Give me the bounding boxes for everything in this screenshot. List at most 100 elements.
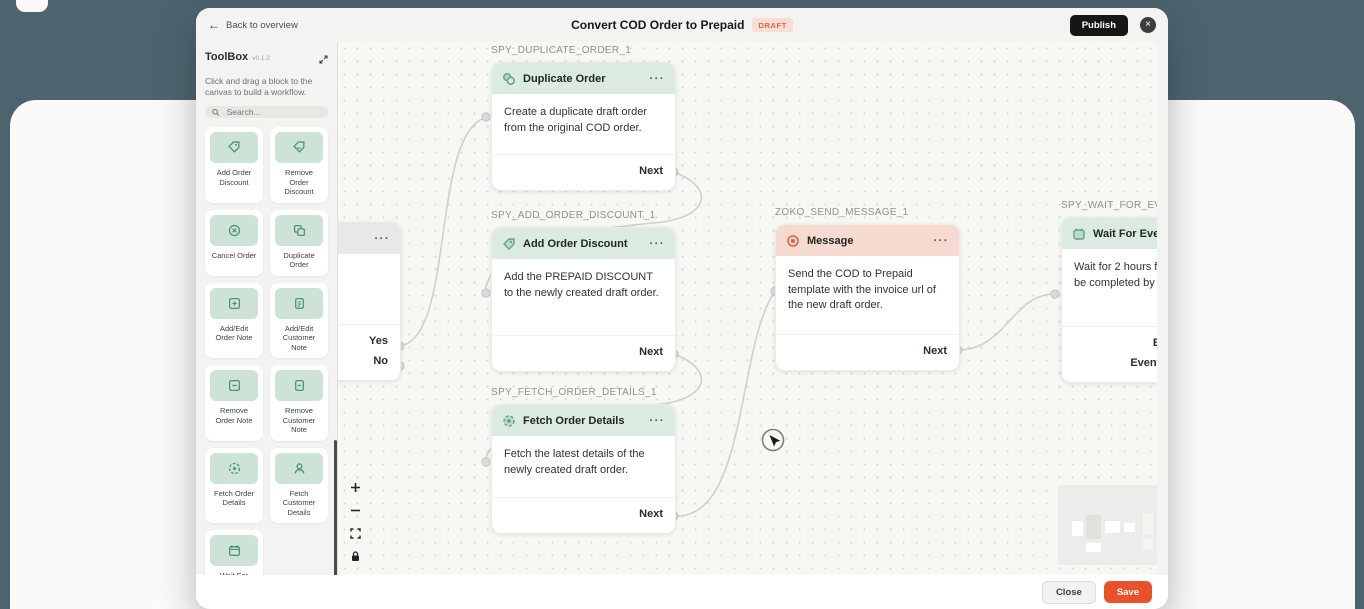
publish-button[interactable]: Publish [1069, 14, 1128, 36]
block-cancel-order[interactable]: Cancel Order [205, 209, 263, 276]
minimap-node [1086, 543, 1101, 552]
node-wait-for-event[interactable]: SPY_WAIT_FOR_EVENT_1 Wait For Event Wait… [1061, 200, 1157, 383]
edge-yes-to-duplicate [399, 116, 489, 347]
node-id-label: SPY_FETCH_ORDER_DETAILS_1 [491, 387, 657, 398]
window-header: ← Back to overview Convert COD Order to … [196, 8, 1168, 42]
zoom-out-button[interactable] [348, 503, 362, 517]
wait-event-icon [228, 545, 240, 557]
back-arrow-icon: ← [208, 18, 220, 32]
page-title: Convert COD Order to Prepaid [571, 18, 745, 32]
block-remove-customer-note[interactable]: Remove Customer Note [270, 365, 328, 441]
toolbox-scrollbar[interactable] [334, 440, 337, 575]
edge-message-to-wait [957, 293, 1056, 351]
zoom-in-button[interactable] [348, 480, 362, 494]
fetch-order-icon [228, 462, 240, 474]
node-description: Send the COD to Prepaid template with th… [788, 268, 936, 311]
node-menu-icon[interactable]: ··· [649, 237, 665, 250]
flow-canvas[interactable]: ··· The customer's payment method is cas… [338, 42, 1157, 575]
toolbox-block-grid: Add Order Discount Remove Order Discount… [205, 127, 328, 575]
toolbox-header: ToolBox v0.1.2 [205, 51, 328, 69]
node-fetch-order-details[interactable]: SPY_FETCH_ORDER_DETAILS_1 Fetch Order De… [491, 387, 676, 534]
search-input[interactable] [224, 106, 321, 118]
background-card-notch [16, 0, 48, 12]
minimap[interactable] [1058, 485, 1157, 565]
node-description: The customer's payment method is cash on… [338, 254, 400, 324]
node-id-label: ZOKO_SEND_MESSAGE_1 [775, 207, 909, 218]
output-next[interactable]: Next [639, 165, 663, 177]
block-add-edit-order-note[interactable]: Add/Edit Order Note [205, 282, 263, 358]
toolbox-version: v0.1.2 [252, 55, 270, 62]
edges-layer [395, 112, 1060, 521]
toolbox-title: ToolBox [205, 51, 249, 63]
back-to-overview-link[interactable]: ← Back to overview [208, 19, 298, 31]
block-remove-order-note[interactable]: Remove Order Note [205, 365, 263, 441]
handle-add-discount-input[interactable] [481, 288, 491, 298]
edge-fetch-to-message [673, 290, 776, 517]
node-id-label: SPY_WAIT_FOR_EVENT_1 [1061, 200, 1157, 211]
fit-view-button[interactable] [348, 526, 362, 540]
window-footer: Close Save [196, 575, 1168, 609]
draft-status-badge: DRAFT [752, 18, 793, 32]
node-title: Duplicate Order [523, 72, 606, 85]
block-fetch-customer-details[interactable]: Fetch Customer Details [270, 447, 328, 523]
handle-fetch-input[interactable] [481, 457, 491, 467]
minimap-node [1143, 539, 1153, 549]
customer-note-add-icon [294, 297, 304, 309]
output-yes[interactable]: Yes [369, 335, 388, 347]
lock-button[interactable] [348, 549, 362, 563]
fetch-customer-icon [294, 462, 304, 474]
customer-note-remove-icon [294, 379, 304, 392]
tag-plus-icon [227, 141, 239, 153]
node-message[interactable]: ZOKO_SEND_MESSAGE_1 Message ··· Send the… [775, 207, 960, 371]
node-add-order-discount[interactable]: SPY_ADD_ORDER_DISCOUNT_1 Add Order Disco… [491, 210, 676, 372]
close-window-icon[interactable]: × [1140, 17, 1156, 33]
toolbox-search[interactable] [205, 106, 328, 118]
minimap-node [1124, 523, 1135, 532]
output-next[interactable]: Next [639, 346, 663, 358]
node-description: Fetch the latest details of the newly cr… [504, 448, 645, 476]
back-label: Back to overview [226, 19, 298, 31]
block-add-order-discount[interactable]: Add Order Discount [205, 127, 263, 203]
node-title: Fetch Order Details [523, 414, 625, 427]
output-next[interactable]: Next [639, 508, 663, 520]
handle-wait-input[interactable] [1050, 289, 1060, 299]
cancel-order-icon [228, 224, 240, 236]
node-menu-icon[interactable]: ··· [649, 72, 665, 85]
handle-duplicate-input[interactable] [481, 112, 491, 122]
block-wait-for-event[interactable]: Wait For Event [205, 530, 263, 575]
node-duplicate-order[interactable]: SPY_DUPLICATE_ORDER_1 Duplicate Order ··… [491, 45, 676, 191]
node-title: Message [807, 234, 854, 247]
tag-minus-icon [292, 141, 304, 153]
canvas-controls [348, 480, 362, 563]
node-description: Create a duplicate draft order from the … [504, 106, 648, 134]
message-icon [787, 234, 799, 247]
block-add-edit-customer-note[interactable]: Add/Edit Customer Note [270, 282, 328, 358]
output-no[interactable]: No [373, 355, 388, 367]
header-actions: Publish × [1069, 14, 1156, 36]
expand-toolbox-icon[interactable] [319, 51, 328, 69]
minimap-node [1086, 515, 1101, 539]
node-title: Wait For Event [1093, 227, 1157, 240]
node-menu-icon[interactable]: ··· [374, 232, 390, 245]
node-menu-icon[interactable]: ··· [649, 414, 665, 427]
flow-builder-window: ← Back to overview Convert COD Order to … [196, 8, 1168, 609]
discount-tag-icon [503, 237, 515, 250]
output-event-did-not-occur[interactable]: Event did not occur [1130, 357, 1157, 369]
block-duplicate-order[interactable]: Duplicate Order [270, 209, 328, 276]
block-fetch-order-details[interactable]: Fetch Order Details [205, 447, 263, 523]
output-next[interactable]: Next [923, 345, 947, 357]
duplicate-order-icon [293, 224, 305, 236]
close-button[interactable]: Close [1041, 580, 1096, 604]
toolbox-description: Click and drag a block to the canvas to … [205, 76, 313, 97]
block-remove-order-discount[interactable]: Remove Order Discount [270, 127, 328, 203]
node-menu-icon[interactable]: ··· [933, 234, 949, 247]
toolbox-panel: ToolBox v0.1.2 Click and drag a block to… [196, 42, 338, 575]
node-id-label: SPY_ADD_ORDER_DISCOUNT_1 [491, 210, 656, 221]
node-description: Wait for 2 hours for the order to be com… [1074, 261, 1157, 289]
save-button[interactable]: Save [1103, 581, 1152, 603]
output-event-occurred[interactable]: Event occurred [1074, 333, 1157, 353]
node-condition[interactable]: ··· The customer's payment method is cas… [338, 222, 401, 381]
window-body: ToolBox v0.1.2 Click and drag a block to… [196, 42, 1168, 575]
order-note-remove-icon [228, 379, 240, 392]
